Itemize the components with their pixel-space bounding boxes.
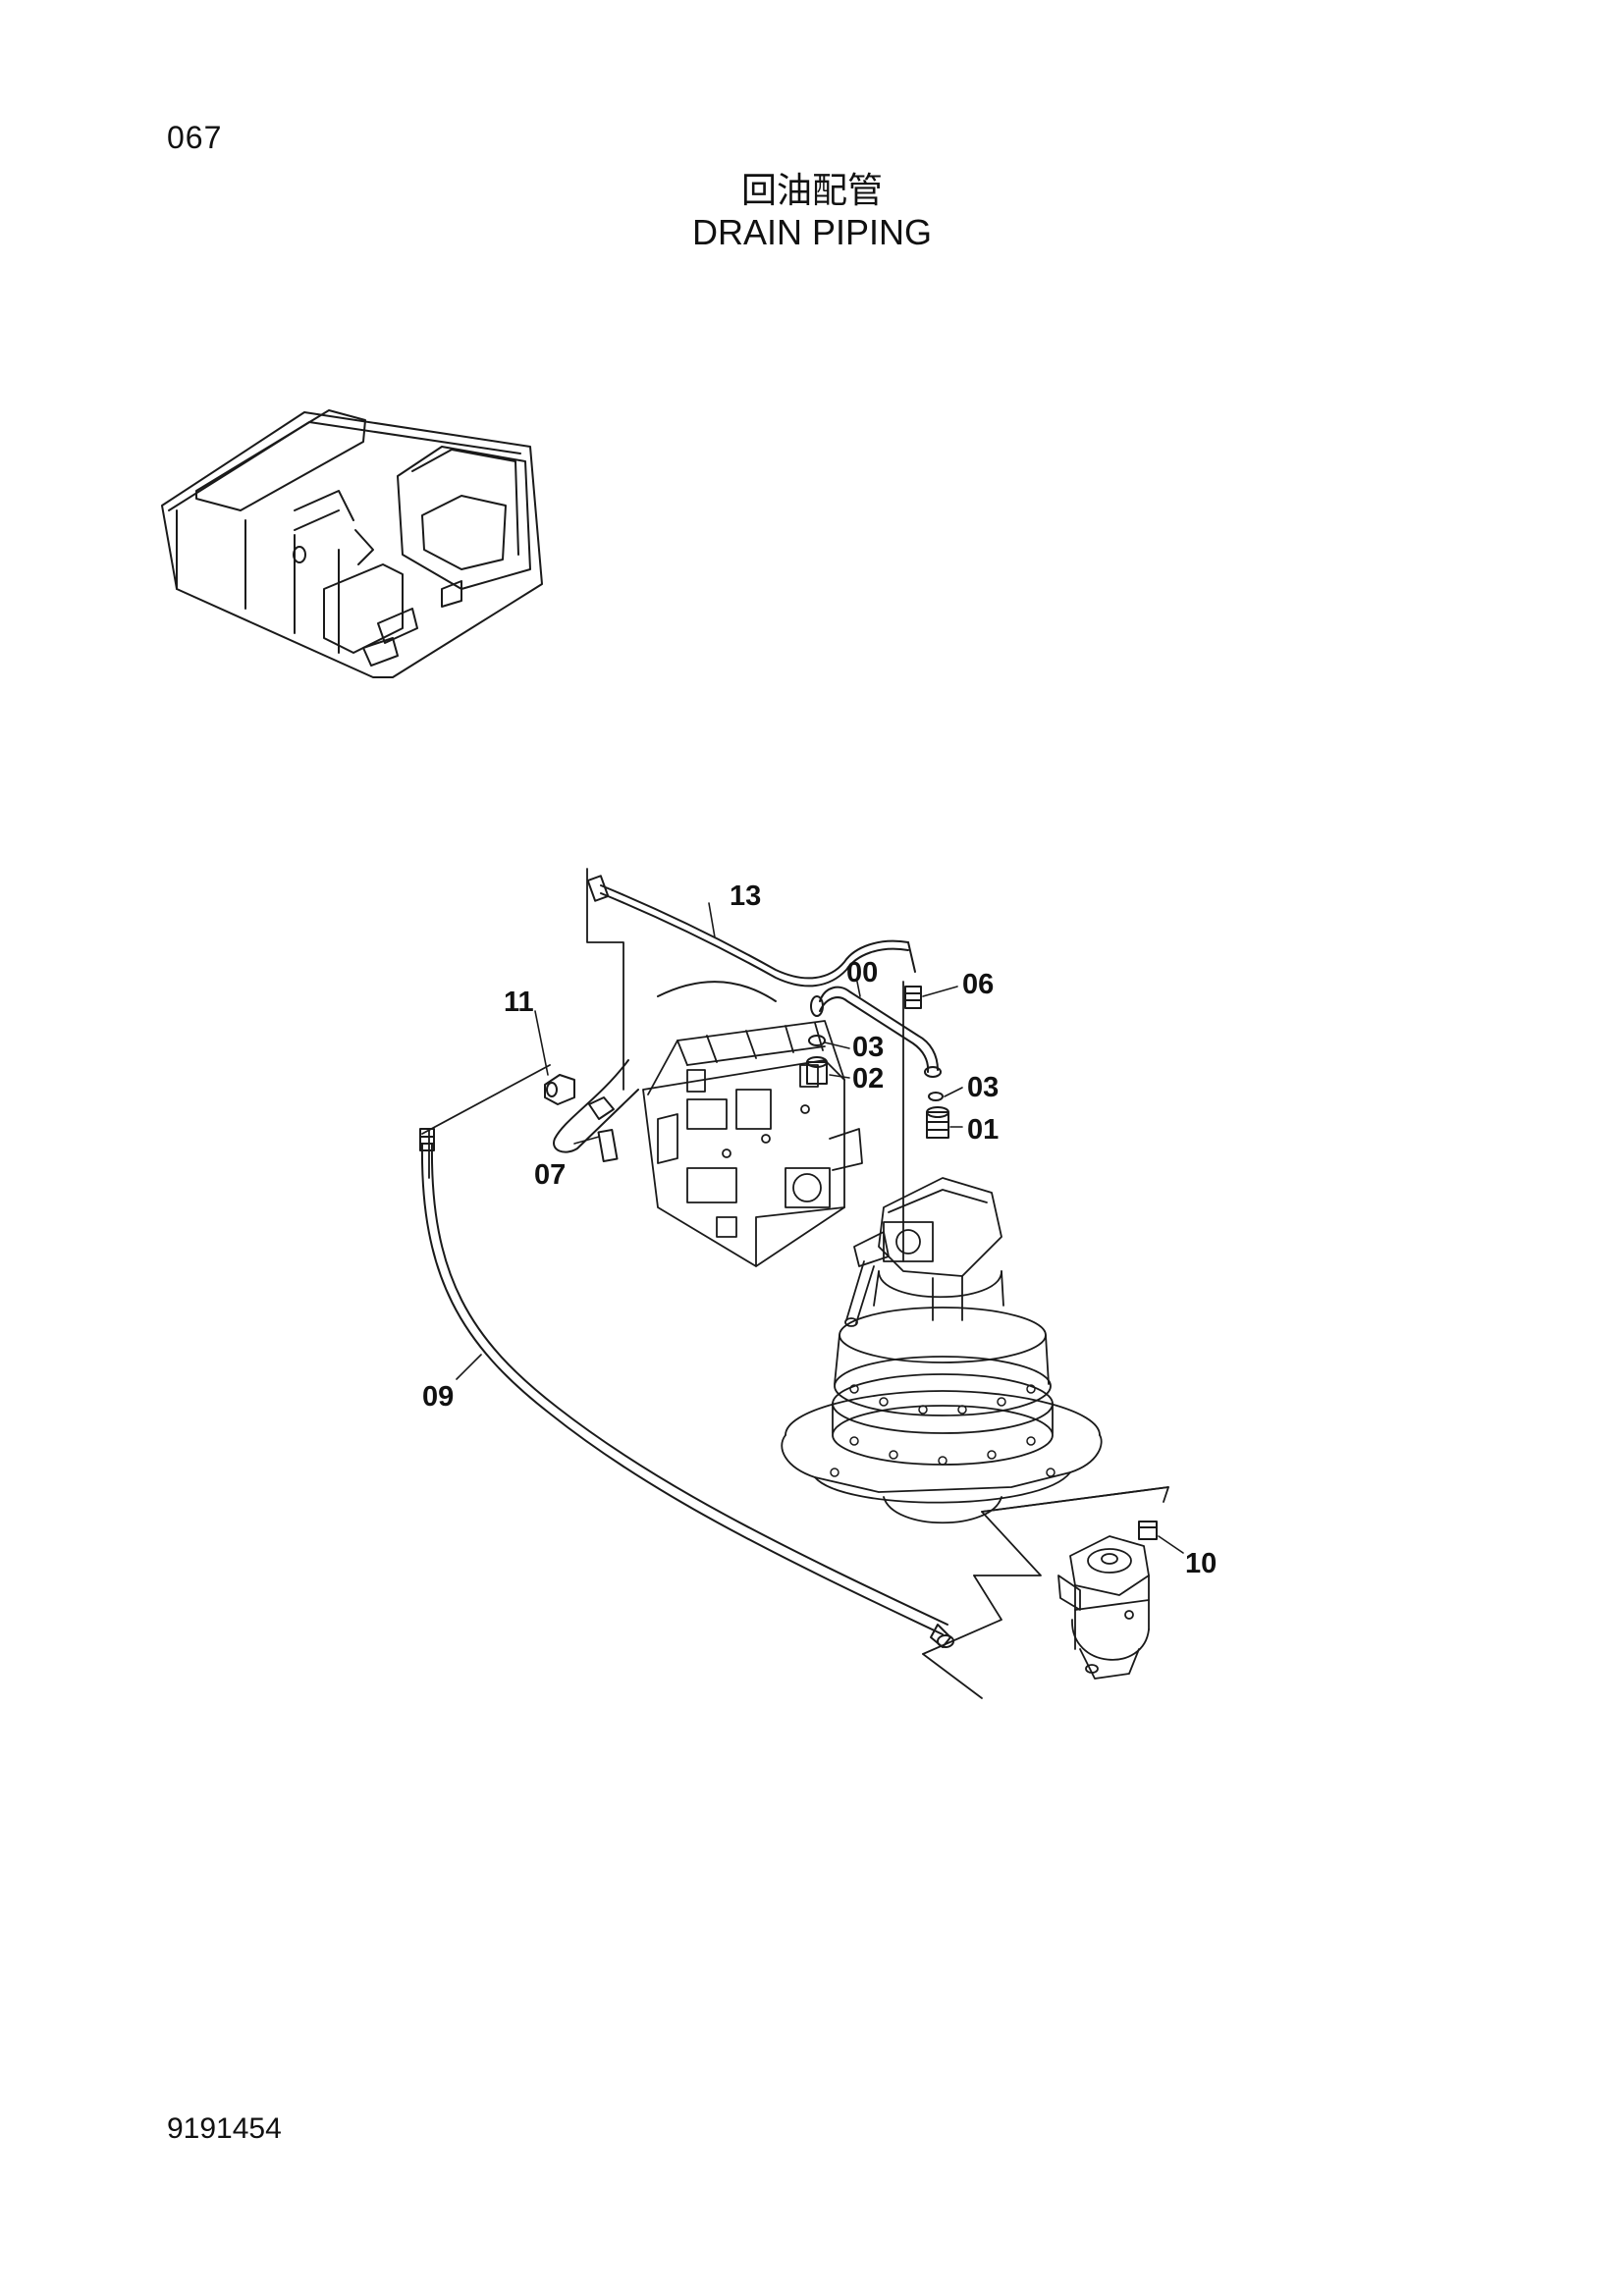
callout-13: 13 [730, 881, 761, 912]
page-number: 067 [167, 120, 223, 155]
callout-03-lower: 03 [967, 1072, 999, 1103]
callout-10: 10 [1185, 1548, 1217, 1579]
callout-00: 00 [846, 957, 878, 988]
o-ring-03-upper [808, 1035, 826, 1046]
control-valve [642, 1020, 863, 1267]
hose-09 [419, 1128, 954, 1648]
adapter-01 [926, 1106, 949, 1139]
callout-11: 11 [504, 987, 534, 1018]
callout-09: 09 [422, 1381, 454, 1413]
callout-03-upper: 03 [852, 1032, 884, 1063]
hose-07 [553, 981, 777, 1162]
callout-01: 01 [967, 1114, 999, 1146]
fitting-06 [904, 986, 922, 1009]
swivel-joint [1057, 1535, 1150, 1680]
callout-07: 07 [534, 1159, 566, 1191]
elbow-11 [544, 1074, 575, 1105]
leader-lines [421, 868, 1169, 1699]
hose-13 [586, 875, 916, 988]
callout-02: 02 [852, 1063, 884, 1095]
callout-06: 06 [962, 969, 994, 1000]
page-title-english: DRAIN PIPING [691, 212, 933, 252]
page-title-chinese: 回油配管 [740, 171, 883, 211]
callout-pointers [456, 902, 1184, 1554]
plug-10 [1138, 1521, 1158, 1540]
document-code: 9191454 [167, 2112, 282, 2145]
o-ring-03-lower [928, 1092, 944, 1101]
pipe-00 [810, 986, 942, 1078]
swing-motor [781, 1177, 1103, 1524]
excavator-overview-illustration [161, 409, 543, 678]
